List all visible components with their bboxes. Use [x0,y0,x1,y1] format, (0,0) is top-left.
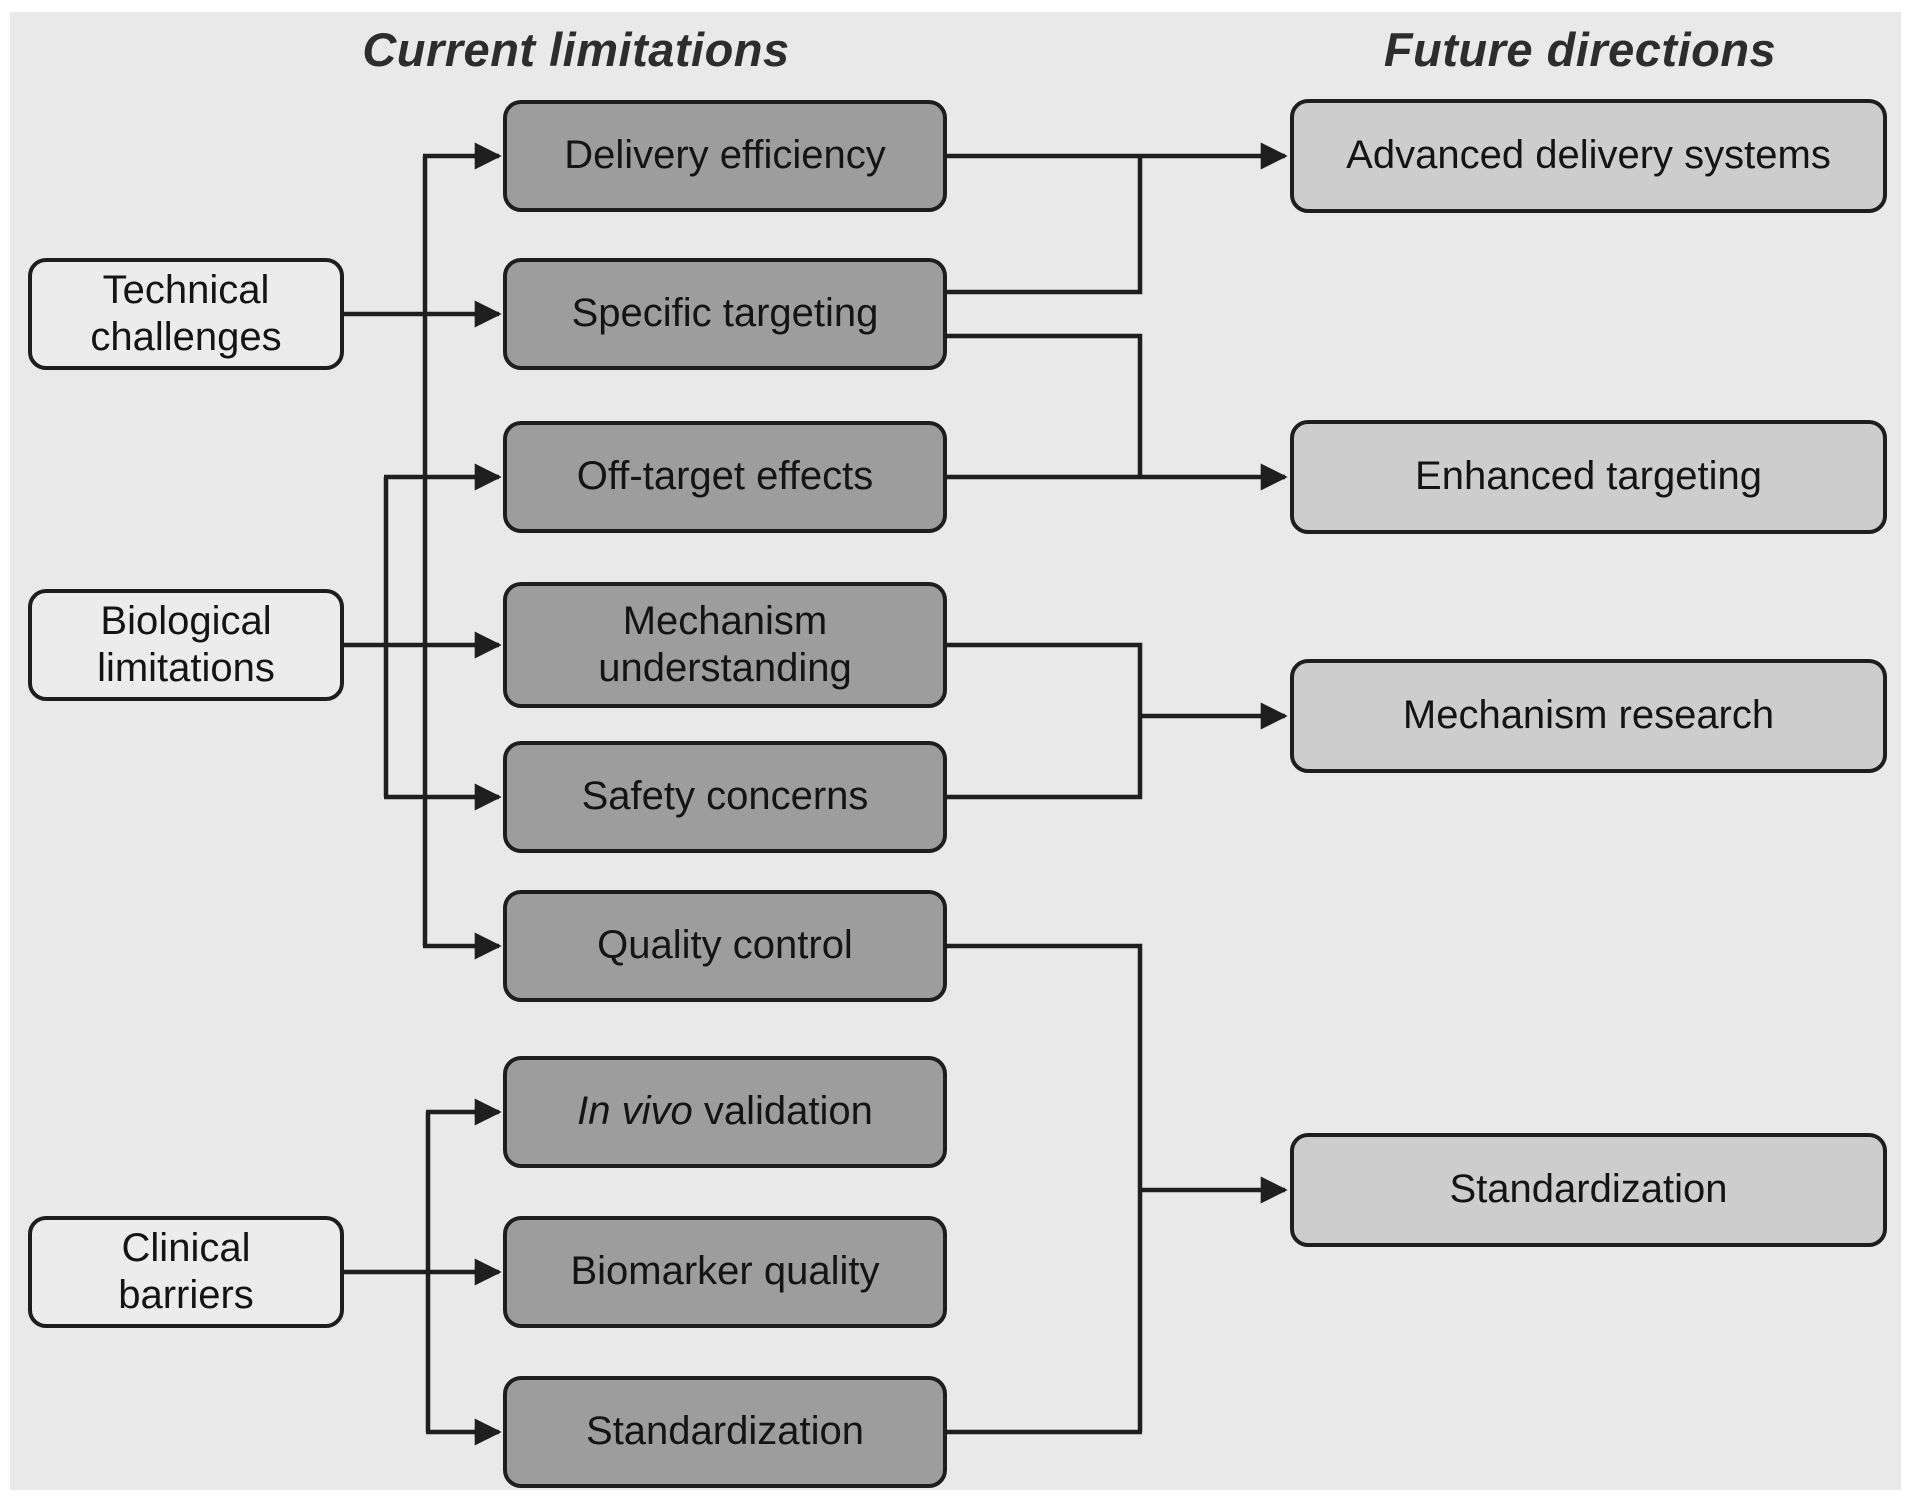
edge-safety-to-research [947,716,1143,800]
node-specific-targeting: Specific targeting [503,258,947,370]
column-header-future-directions: Future directions [1383,23,1777,76]
node-technical-challenges: Technical challenges [28,258,344,370]
edge-quality-control-down [947,943,1143,1432]
edge-mechanism-und-to-research [947,642,1143,716]
edge-specific-up-to-advanced-systems [947,158,1143,295]
node-label-regular-part: validation [692,1089,873,1134]
node-label: Advanced delivery systems [1346,133,1831,178]
node-label: Quality control [597,923,853,968]
node-label: Biomarker quality [570,1249,880,1294]
node-label: Mechanism research [1402,693,1775,738]
node-label: Standardization [1449,1167,1728,1212]
node-off-target-effects: Off-target effects [503,421,947,533]
node-quality-control: Quality control [503,890,947,1002]
node-label-line: limitations [97,646,275,690]
node-label: In vivo validation [577,1088,873,1135]
node-standardization-current: Standardization [503,1376,947,1488]
node-label: Safety concerns [581,774,869,819]
node-clinical-barriers: Clinical barriers [28,1216,344,1328]
node-label-italic-part: In vivo [577,1089,693,1134]
node-label: Standardization [586,1409,864,1454]
node-advanced-delivery-systems: Advanced delivery systems [1290,99,1887,213]
node-enhanced-targeting: Enhanced targeting [1290,420,1887,534]
node-label: Off-target effects [576,454,874,499]
node-label-line: Technical [102,267,270,312]
node-label: Delivery efficiency [564,133,886,178]
node-safety-concerns: Safety concerns [503,741,947,853]
node-mechanism-research: Mechanism research [1290,659,1887,773]
node-label-line: Clinical [121,1225,251,1270]
node-label: Enhanced targeting [1415,454,1762,499]
node-label-line: understanding [598,646,852,690]
node-biological-limitations: Biological limitations [28,589,344,701]
node-standardization-future: Standardization [1290,1133,1887,1247]
node-delivery-efficiency: Delivery efficiency [503,100,947,212]
node-label-line: challenges [90,315,282,359]
node-label-line: barriers [118,1273,254,1317]
node-label-line: Mechanism [622,598,828,643]
node-biomarker-quality: Biomarker quality [503,1216,947,1328]
node-label: Specific targeting [571,291,879,336]
node-label-line: Biological [100,598,272,643]
column-header-current-limitations: Current limitations [362,23,790,76]
node-in-vivo-validation: In vivo validation [503,1056,947,1168]
node-mechanism-understanding: Mechanism understanding [503,582,947,708]
edge-specific-down-to-enhanced [947,333,1143,477]
